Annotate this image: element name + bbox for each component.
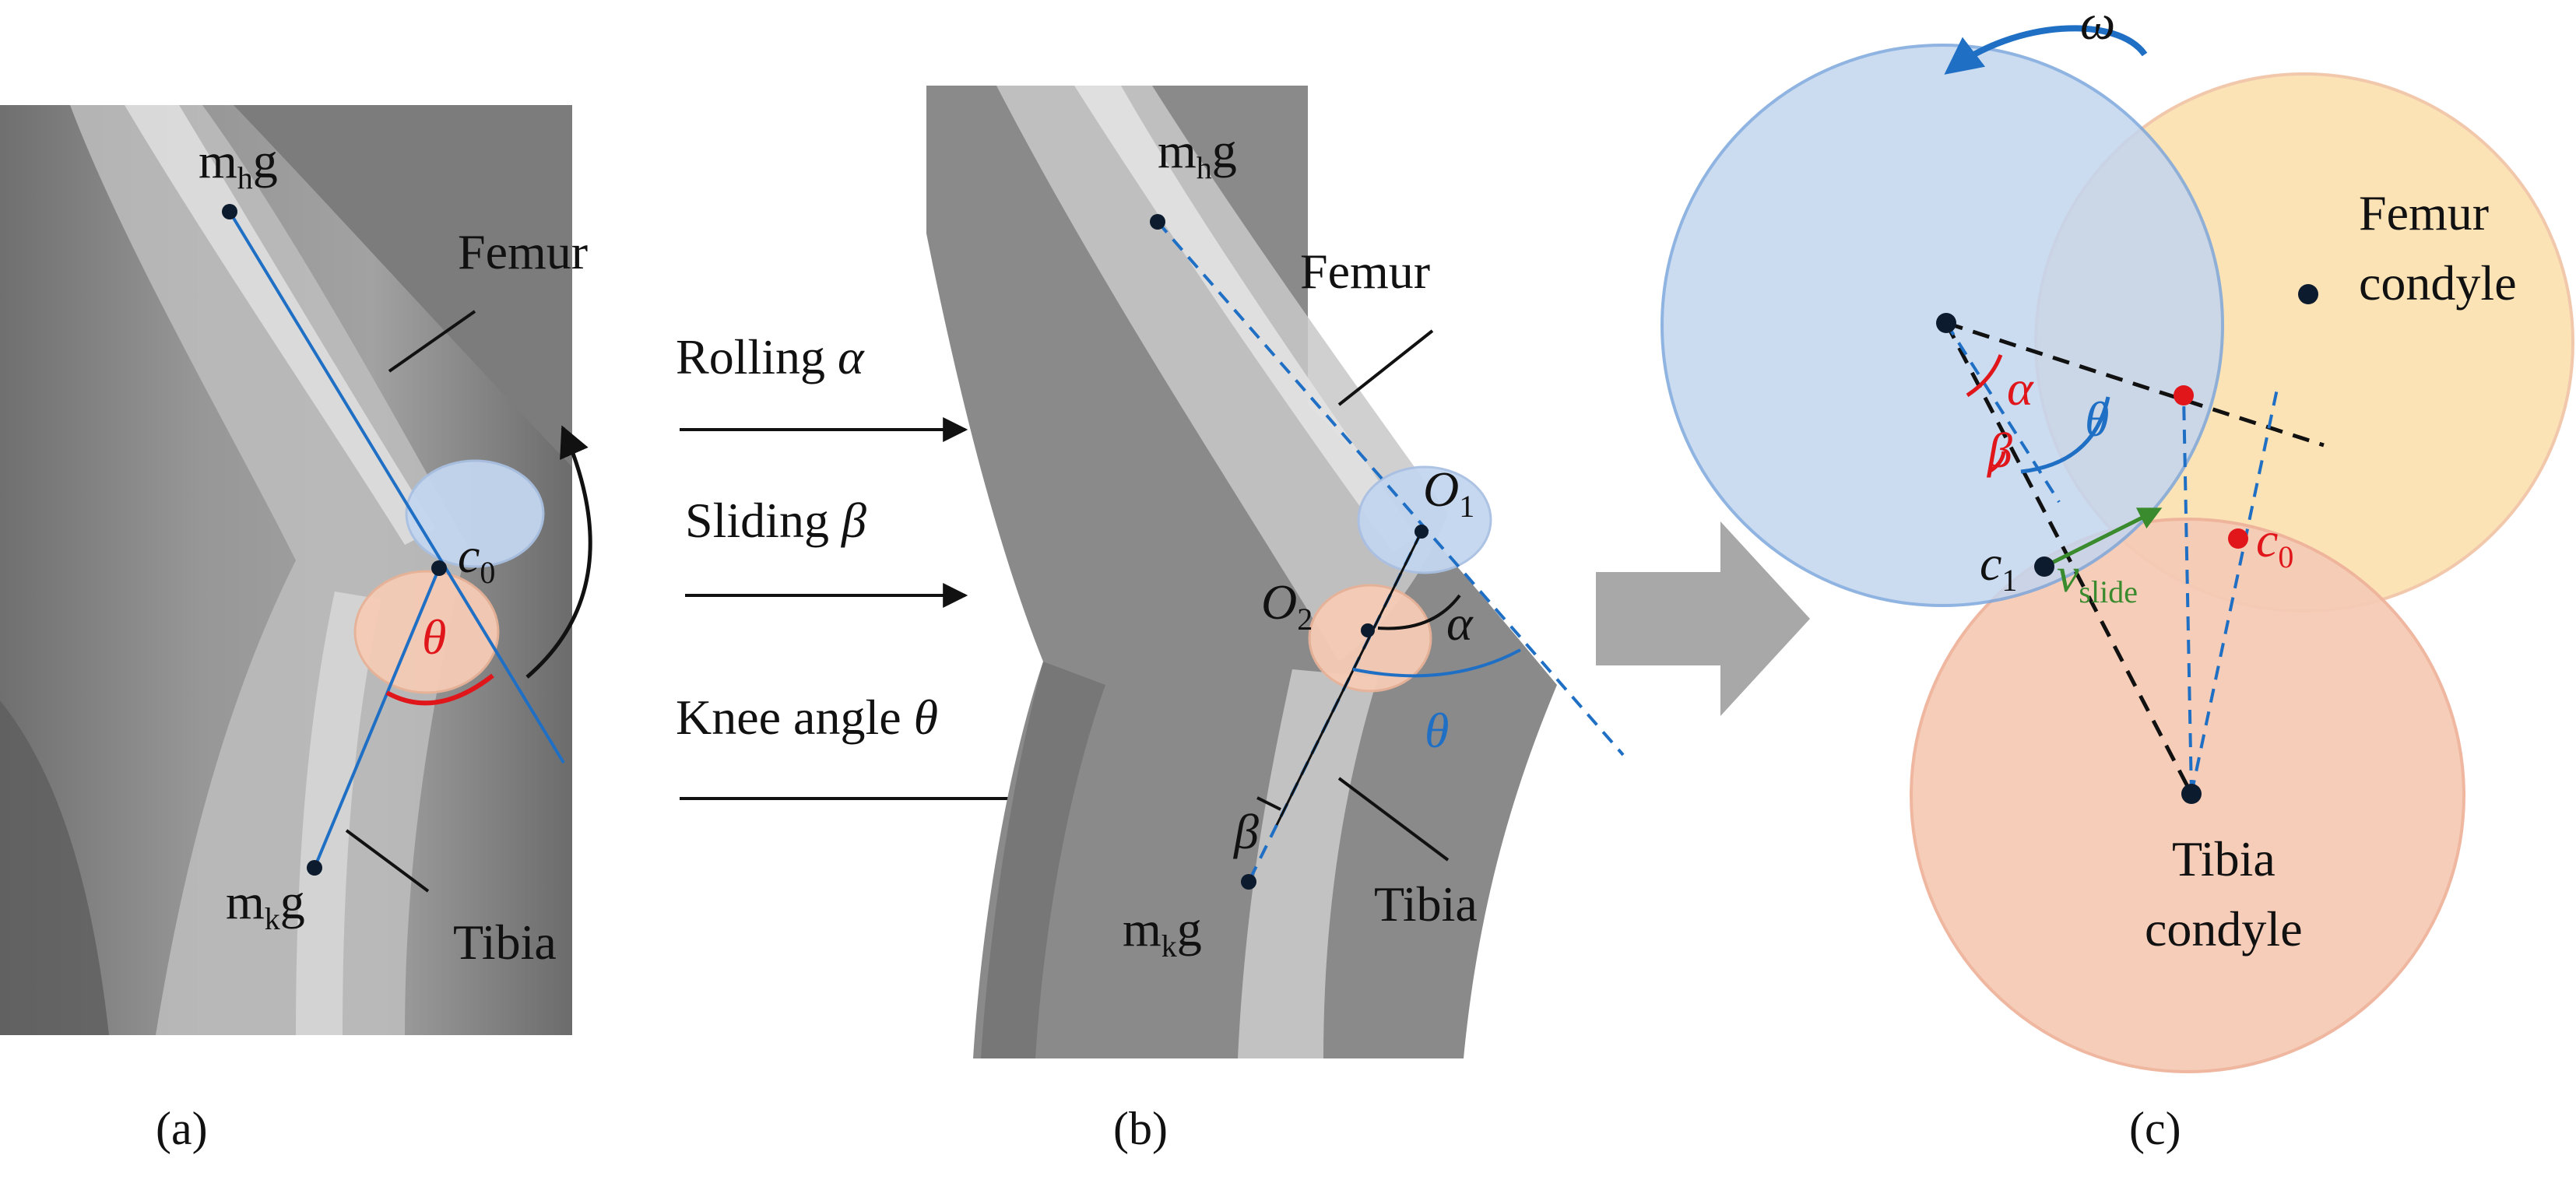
theta-arc-b xyxy=(1352,648,1521,678)
knee-mass-point-b xyxy=(1241,874,1256,890)
contact-point-a xyxy=(431,560,447,576)
alpha-label-c: α xyxy=(2007,360,2034,416)
femur-condyle-label: Femur xyxy=(2359,185,2489,240)
panel-a: mhg Femur c0 θ mkg Tibia (a) xyxy=(0,105,592,1154)
tibia-label-a: Tibia xyxy=(453,914,557,970)
blue-dashed-ray-1 xyxy=(1945,321,2061,504)
beta-label-b: β xyxy=(1232,804,1259,859)
legend-rolling: Rolling α xyxy=(676,329,865,384)
femur-axis-dashed-b xyxy=(1156,220,1625,756)
tibia-pointer-b xyxy=(1337,777,1450,862)
knee-mass-label-a: mkg xyxy=(226,874,305,936)
o1-label-b: O1 xyxy=(1423,462,1474,524)
legend-sliding: Sliding β xyxy=(685,493,866,548)
o2-point-b xyxy=(1361,623,1375,637)
femur-condyle-shape-a xyxy=(405,459,545,568)
femur-condyle-shape-b xyxy=(1357,465,1492,574)
omega-arrow xyxy=(1944,25,2148,75)
femur-pointer-b xyxy=(1337,329,1434,406)
beta-arc-c xyxy=(1987,451,2006,474)
femur-label-b: Femur xyxy=(1300,244,1430,299)
hip-mass-point-a xyxy=(222,204,237,219)
knee-mass-point-a xyxy=(307,860,322,876)
leg-illustration-a xyxy=(0,105,572,1035)
c0-label: c0 xyxy=(2256,512,2293,574)
rotation-arrow-a xyxy=(525,425,592,679)
c1-point xyxy=(2034,556,2054,577)
caption-c: (c) xyxy=(2129,1103,2181,1154)
beta-label-c: β xyxy=(1986,423,2012,478)
black-dashed-ray-2 xyxy=(1944,321,2194,795)
hip-mass-point-b xyxy=(1150,214,1165,230)
theta-label-c: θ xyxy=(2085,391,2109,447)
o1-point-b xyxy=(1415,525,1429,539)
caption-b: (b) xyxy=(1113,1103,1168,1154)
hip-mass-label-a: mhg xyxy=(199,133,278,195)
panel-c: ω Femur condyle α θ β c1 vslide c0 Tibia… xyxy=(1661,0,2574,1154)
blue-dashed-ray-2 xyxy=(2182,395,2193,795)
femur-label-a: Femur xyxy=(458,224,588,279)
theta-arc-c xyxy=(2020,396,2110,474)
femur-axis-line-a xyxy=(228,210,565,764)
beta-tick-b xyxy=(1256,796,1281,811)
alpha-arc-b xyxy=(1377,594,1461,630)
leg-illustration-b xyxy=(926,86,1557,1058)
c1-label: c1 xyxy=(1980,535,2017,598)
rolling-center-point xyxy=(1936,313,1956,333)
alpha-arc-c xyxy=(1966,354,2003,398)
tibia-condyle-shape-a xyxy=(353,570,500,694)
tibia-contact-line-b xyxy=(1275,531,1423,826)
tibia-label-b: Tibia xyxy=(1374,876,1478,932)
knee-mass-label-b: mkg xyxy=(1123,901,1202,964)
femur-condyle-label-line2: condyle xyxy=(2359,255,2517,311)
tibia-condyle-label: Tibia xyxy=(2172,831,2276,886)
caption-a: (a) xyxy=(156,1103,208,1154)
v-slide-label: vslide xyxy=(2057,547,2138,609)
c0-point xyxy=(2228,528,2248,549)
tibia-pointer-a xyxy=(345,829,430,893)
theta-label-a: θ xyxy=(422,609,446,665)
motion-legend: Rolling α Sliding β Knee angle θ xyxy=(676,329,1128,811)
omega-label: ω xyxy=(2080,0,2115,50)
theta-label-b: θ xyxy=(1425,703,1449,758)
tibia-condyle-label-line2: condyle xyxy=(2145,901,2303,957)
panel-transition-arrow xyxy=(1596,521,1810,716)
black-dashed-ray-1 xyxy=(1945,321,2325,448)
slide-velocity-arrow xyxy=(2043,507,2163,569)
tibia-condyle-center-point xyxy=(2181,784,2202,804)
hip-mass-label-b: mhg xyxy=(1158,123,1237,185)
alpha-label-b: α xyxy=(1446,595,1474,651)
red-contact-point-upper xyxy=(2174,385,2194,405)
legend-knee: Knee angle θ xyxy=(676,690,938,745)
femur-condyle-center-point xyxy=(2298,284,2318,304)
tibia-axis-line-a xyxy=(313,567,441,869)
femur-pointer-a xyxy=(388,310,476,373)
panel-b: mhg Femur O1 O2 α θ β mkg Tibia (b) xyxy=(926,86,1625,1154)
contact-label-a: c0 xyxy=(458,528,495,590)
theta-arc-a xyxy=(385,673,494,706)
o2-label-b: O2 xyxy=(1261,574,1313,637)
